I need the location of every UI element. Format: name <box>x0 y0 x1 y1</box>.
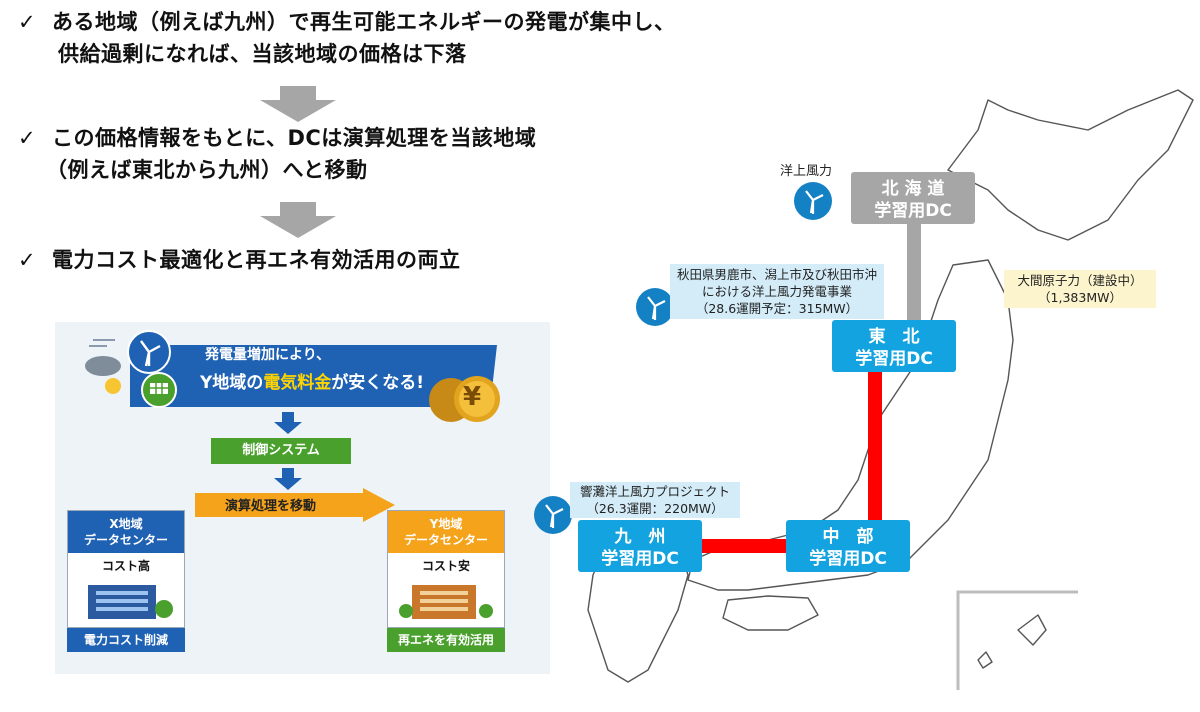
hokkaido-shape <box>947 89 1194 241</box>
offshore-wind-label: 洋上風力 <box>780 164 833 179</box>
x-region-dc-card: X地域 データセンター コスト高 <box>67 510 185 628</box>
wind-turbine-icon <box>127 330 171 374</box>
kyushu-dc-box: 九 州 学習用DC <box>578 520 702 572</box>
compute-shift-figure: 発電量増加により、 Y地域の電気料金が安くなる! ¥ 制御システム 演算処理を移… <box>55 322 550 674</box>
bullet-3: ✓ 電力コスト最適化と再エネ有効活用の両立 <box>18 244 461 276</box>
akita-info-line2: における洋上風力発電事業 <box>701 284 852 299</box>
okinawa-inset-frame <box>956 590 1078 690</box>
ooma-info-line1: 大間原子力（建設中） <box>1017 273 1143 288</box>
banner-line2-c: が安くなる! <box>331 373 425 393</box>
japan-map <box>587 89 1194 690</box>
chubu-dc-name: 中 部 <box>822 527 874 547</box>
hibiki-wind-info: 響灘洋上風力プロジェクト （26.3運開：220MW） <box>570 482 740 518</box>
hibiki-info-line2: （26.3運開：220MW） <box>586 501 724 516</box>
check-icon: ✓ <box>18 126 37 150</box>
okinawa-shape <box>1017 614 1047 646</box>
y-result-label: 再エネを有効活用 <box>387 628 505 652</box>
link-kyushu-chubu <box>702 539 790 553</box>
yen-coin-icon <box>429 376 500 422</box>
bullet-2-line2: （例えば東北から九州）へと移動 <box>46 158 368 182</box>
y-region-dc-card: Y地域 データセンター コスト安 <box>387 510 505 628</box>
x-dc-title1: X地域 <box>109 517 143 531</box>
arrow-down-icon <box>274 468 302 490</box>
y-dc-head: Y地域 データセンター <box>388 511 504 553</box>
ooma-nuclear-info: 大間原子力（建設中） （1,383MW） <box>1004 270 1156 308</box>
okinawa-island-shape <box>977 651 993 669</box>
tohoku-dc-label: 学習用DC <box>855 349 933 369</box>
bullet-1-line1: ある地域（例えば九州）で再生可能エネルギーの発電が集中し、 <box>52 10 676 34</box>
x-result-label: 電力コスト削減 <box>67 628 185 652</box>
bullet-2-line1: この価格情報をもとに、DCは演算処理を当該地域 <box>52 126 537 150</box>
link-hokkaido-tohoku <box>907 216 921 322</box>
banner-line1: 発電量増加により、 <box>205 347 331 363</box>
y-dc-cost: コスト安 <box>421 559 470 573</box>
x-dc-head: X地域 データセンター <box>68 511 184 553</box>
link-tohoku-chubu <box>868 368 882 522</box>
hokkaido-dc-name: 北 海 道 <box>881 179 945 199</box>
banner-line2-b: 電気料金 <box>263 373 332 393</box>
y-dc-title2: データセンター <box>403 533 488 547</box>
arrow-down-icon <box>274 412 302 434</box>
shikoku-shape <box>722 595 819 631</box>
ooma-info-line2: （1,383MW） <box>1038 290 1122 305</box>
down-arrow-icon <box>260 202 336 238</box>
kyushu-dc-label: 学習用DC <box>601 549 679 569</box>
check-icon: ✓ <box>18 10 37 34</box>
akita-wind-info: 秋田県男鹿市、潟上市及び秋田市沖 における洋上風力発電事業 （28.6運開予定：… <box>670 264 884 319</box>
hokkaido-dc-label: 学習用DC <box>874 201 952 221</box>
bullet-3-line1: 電力コスト最適化と再エネ有効活用の両立 <box>52 248 461 272</box>
yen-symbol: ¥ <box>463 382 482 412</box>
move-compute-label: 演算処理を移動 <box>225 499 317 514</box>
tohoku-dc-box: 東 北 学習用DC <box>832 320 956 372</box>
kyushu-dc-name: 九 州 <box>614 527 666 547</box>
akita-info-line3: （28.6運開予定：315MW） <box>695 301 859 316</box>
down-arrow-icon <box>260 86 336 122</box>
control-system-box: 制御システム <box>211 438 351 464</box>
tohoku-dc-name: 東 北 <box>868 327 920 347</box>
hokkaido-dc-box: 北 海 道 学習用DC <box>851 172 975 224</box>
hibiki-info-line1: 響灘洋上風力プロジェクト <box>579 484 730 499</box>
akita-info-line1: 秋田県男鹿市、潟上市及び秋田市沖 <box>676 267 877 282</box>
y-dc-title1: Y地域 <box>429 517 463 531</box>
banner-ribbon <box>130 345 497 407</box>
bullet-2: ✓ この価格情報をもとに、DCは演算処理を当該地域 （例えば東北から九州）へと移動 <box>18 122 536 186</box>
bullet-1-line2: 供給過剰になれば、当該地域の価格は下落 <box>58 42 467 66</box>
weather-icon <box>85 339 121 394</box>
x-dc-cost: コスト高 <box>101 559 150 573</box>
building-icon <box>399 585 493 619</box>
wind-turbine-icon <box>636 288 674 326</box>
banner-line2-a: Y地域の <box>200 373 264 393</box>
chubu-dc-label: 学習用DC <box>809 549 887 569</box>
move-compute-arrow-icon <box>195 488 395 522</box>
building-icon <box>88 585 173 619</box>
x-dc-title2: データセンター <box>83 533 168 547</box>
wind-turbine-icon <box>794 182 832 220</box>
wind-turbine-icon <box>534 496 572 534</box>
check-icon: ✓ <box>18 248 37 272</box>
banner-line2: Y地域の電気料金が安くなる! <box>200 368 424 393</box>
solar-panel-icon <box>141 372 177 408</box>
bullet-1: ✓ ある地域（例えば九州）で再生可能エネルギーの発電が集中し、 供給過剰になれば、… <box>18 6 676 70</box>
chubu-dc-box: 中 部 学習用DC <box>786 520 910 572</box>
